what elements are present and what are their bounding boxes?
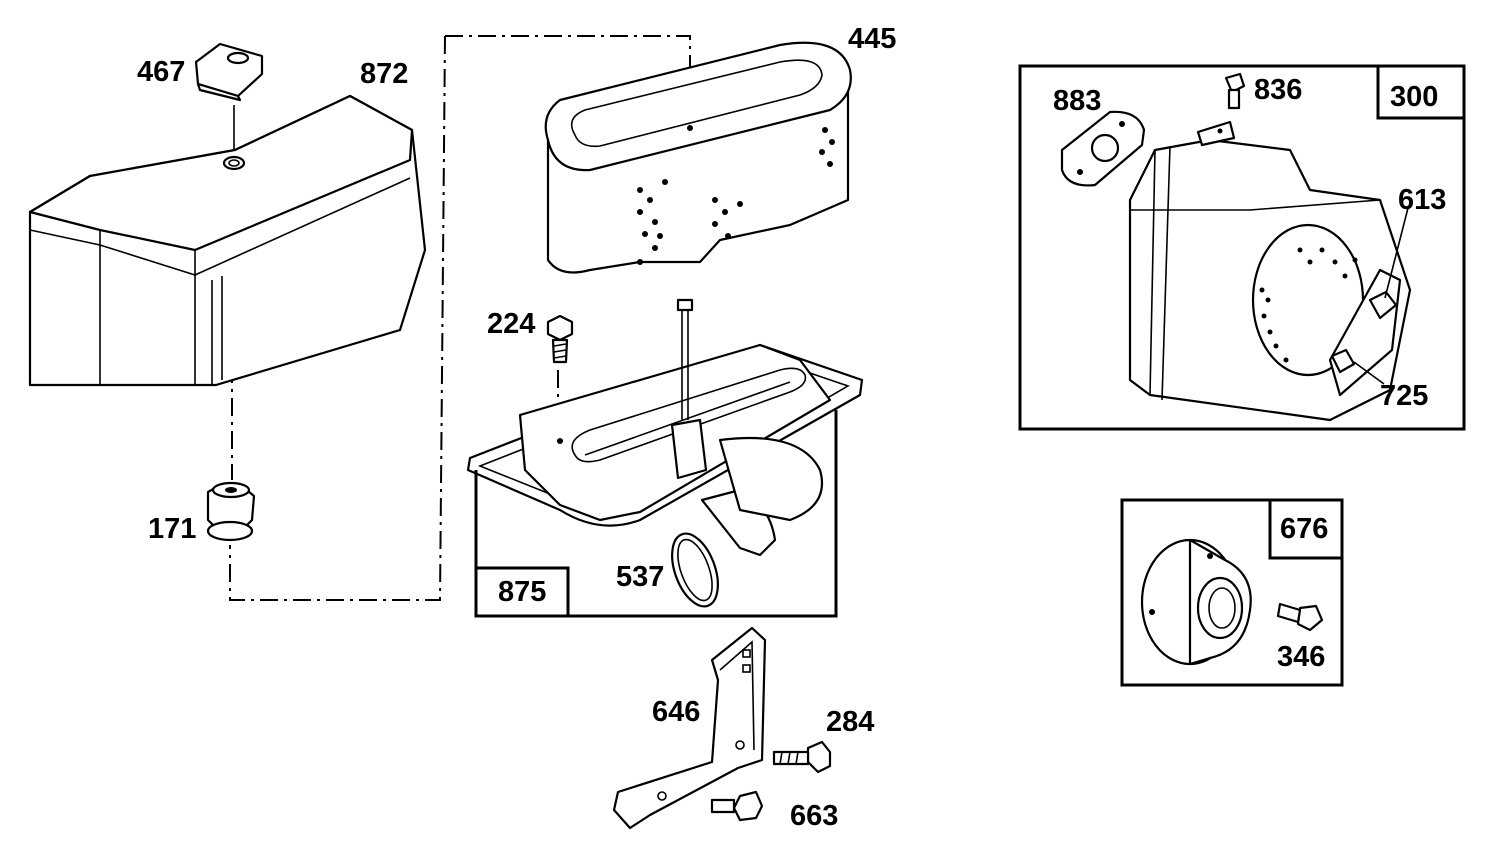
label-836: 836 <box>1254 74 1302 106</box>
filter-445-drawing <box>544 41 852 274</box>
knob-467-drawing <box>194 42 264 102</box>
gasket-883-drawing <box>1060 110 1146 187</box>
label-872: 872 <box>360 58 408 90</box>
label-445: 445 <box>848 23 896 55</box>
label-467: 467 <box>137 56 185 88</box>
bracket-646-drawing <box>612 626 767 830</box>
screw-836-drawing <box>1224 72 1246 110</box>
cover-872-drawing <box>28 94 427 387</box>
label-725: 725 <box>1380 380 1428 412</box>
screw-284-drawing <box>772 740 832 774</box>
screw-224-drawing <box>546 314 574 364</box>
label-875: 875 <box>498 576 546 608</box>
base-875-drawing <box>466 298 864 557</box>
muffler-300-drawing <box>1128 120 1412 422</box>
leader-613 <box>1384 207 1409 299</box>
label-346: 346 <box>1277 641 1325 673</box>
grommet-171-drawing <box>206 481 256 542</box>
label-646: 646 <box>652 696 700 728</box>
label-676: 676 <box>1280 513 1328 545</box>
label-883: 883 <box>1053 85 1101 117</box>
label-613: 613 <box>1398 184 1446 216</box>
label-284: 284 <box>826 706 874 738</box>
base-875-frame <box>474 410 838 618</box>
muffler-676-drawing <box>1140 538 1252 666</box>
label-663: 663 <box>790 800 838 832</box>
muffler-676-frame <box>1120 498 1344 687</box>
label-171: 171 <box>148 513 196 545</box>
label-224: 224 <box>487 308 535 340</box>
leader-725 <box>1353 361 1385 385</box>
seal-537-drawing <box>671 532 719 608</box>
screw-663-drawing <box>710 790 764 822</box>
label-300: 300 <box>1390 81 1438 113</box>
screw-346-drawing <box>1276 602 1324 632</box>
muffler-300-frame <box>1018 64 1466 431</box>
label-537: 537 <box>616 561 664 593</box>
